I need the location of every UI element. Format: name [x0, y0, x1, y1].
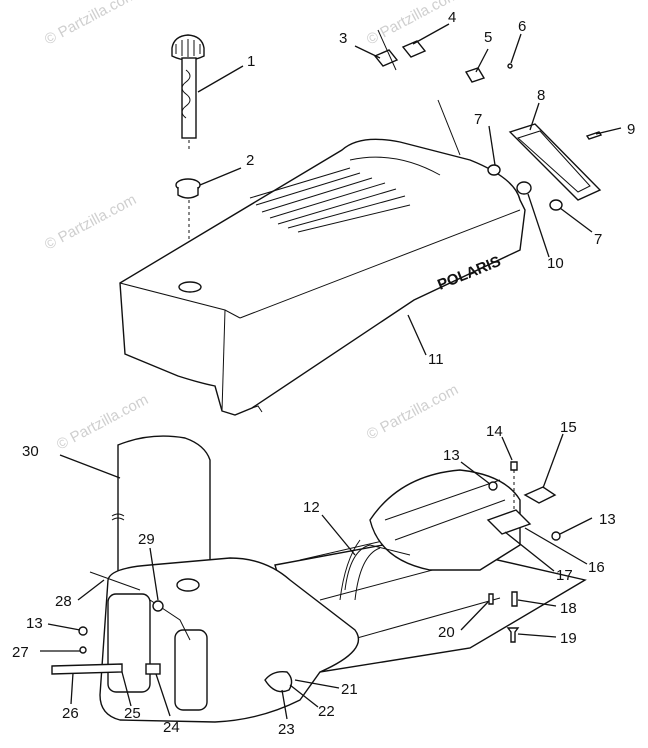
rear-hardware [373, 29, 603, 211]
callout-2: 2 [246, 152, 254, 169]
callout-11: 11 [428, 351, 444, 368]
callout-4: 4 [448, 9, 456, 26]
watermark: © Partzilla.com [364, 381, 461, 443]
callout-19: 19 [560, 630, 577, 647]
callout-29: 29 [138, 531, 155, 548]
callout-3: 3 [339, 30, 347, 47]
callout-24: 24 [163, 719, 180, 736]
callout-13: 13 [599, 511, 616, 528]
callout-7: 7 [474, 111, 482, 128]
fuel-cap-gauge [171, 34, 205, 150]
leader-lines [40, 23, 622, 720]
callout-27: 27 [12, 644, 29, 661]
callout-13: 13 [26, 615, 43, 632]
callout-9: 9 [627, 121, 635, 138]
callout-30: 30 [22, 443, 39, 460]
cables [344, 544, 411, 601]
fuel-tank [51, 557, 360, 723]
callout-12: 12 [303, 499, 320, 516]
callout-14: 14 [486, 423, 503, 440]
callout-17: 17 [556, 567, 573, 584]
callout-23: 23 [278, 721, 295, 738]
callout-5: 5 [484, 29, 492, 46]
callout-20: 20 [438, 624, 455, 641]
callout-labels: 1 2 3 4 5 6 7 7 8 9 10 11 12 13 13 13 14… [12, 9, 635, 738]
callout-22: 22 [318, 703, 335, 720]
callout-10: 10 [547, 255, 564, 272]
watermark: © Partzilla.com [364, 0, 461, 49]
callout-25: 25 [124, 705, 141, 722]
callout-18: 18 [560, 600, 577, 617]
seat: POLARIS [119, 138, 526, 416]
callout-13: 13 [443, 447, 460, 464]
callout-26: 26 [62, 705, 79, 722]
watermark: © Partzilla.com [42, 191, 139, 253]
callout-15: 15 [560, 419, 577, 436]
front-hardware [78, 461, 561, 654]
callout-8: 8 [537, 87, 545, 104]
callout-1: 1 [247, 53, 255, 70]
callout-28: 28 [55, 593, 72, 610]
watermark: © Partzilla.com [42, 0, 139, 49]
callout-21: 21 [341, 681, 358, 698]
callout-6: 6 [518, 18, 526, 35]
callout-16: 16 [588, 559, 605, 576]
callout-7: 7 [594, 231, 602, 248]
